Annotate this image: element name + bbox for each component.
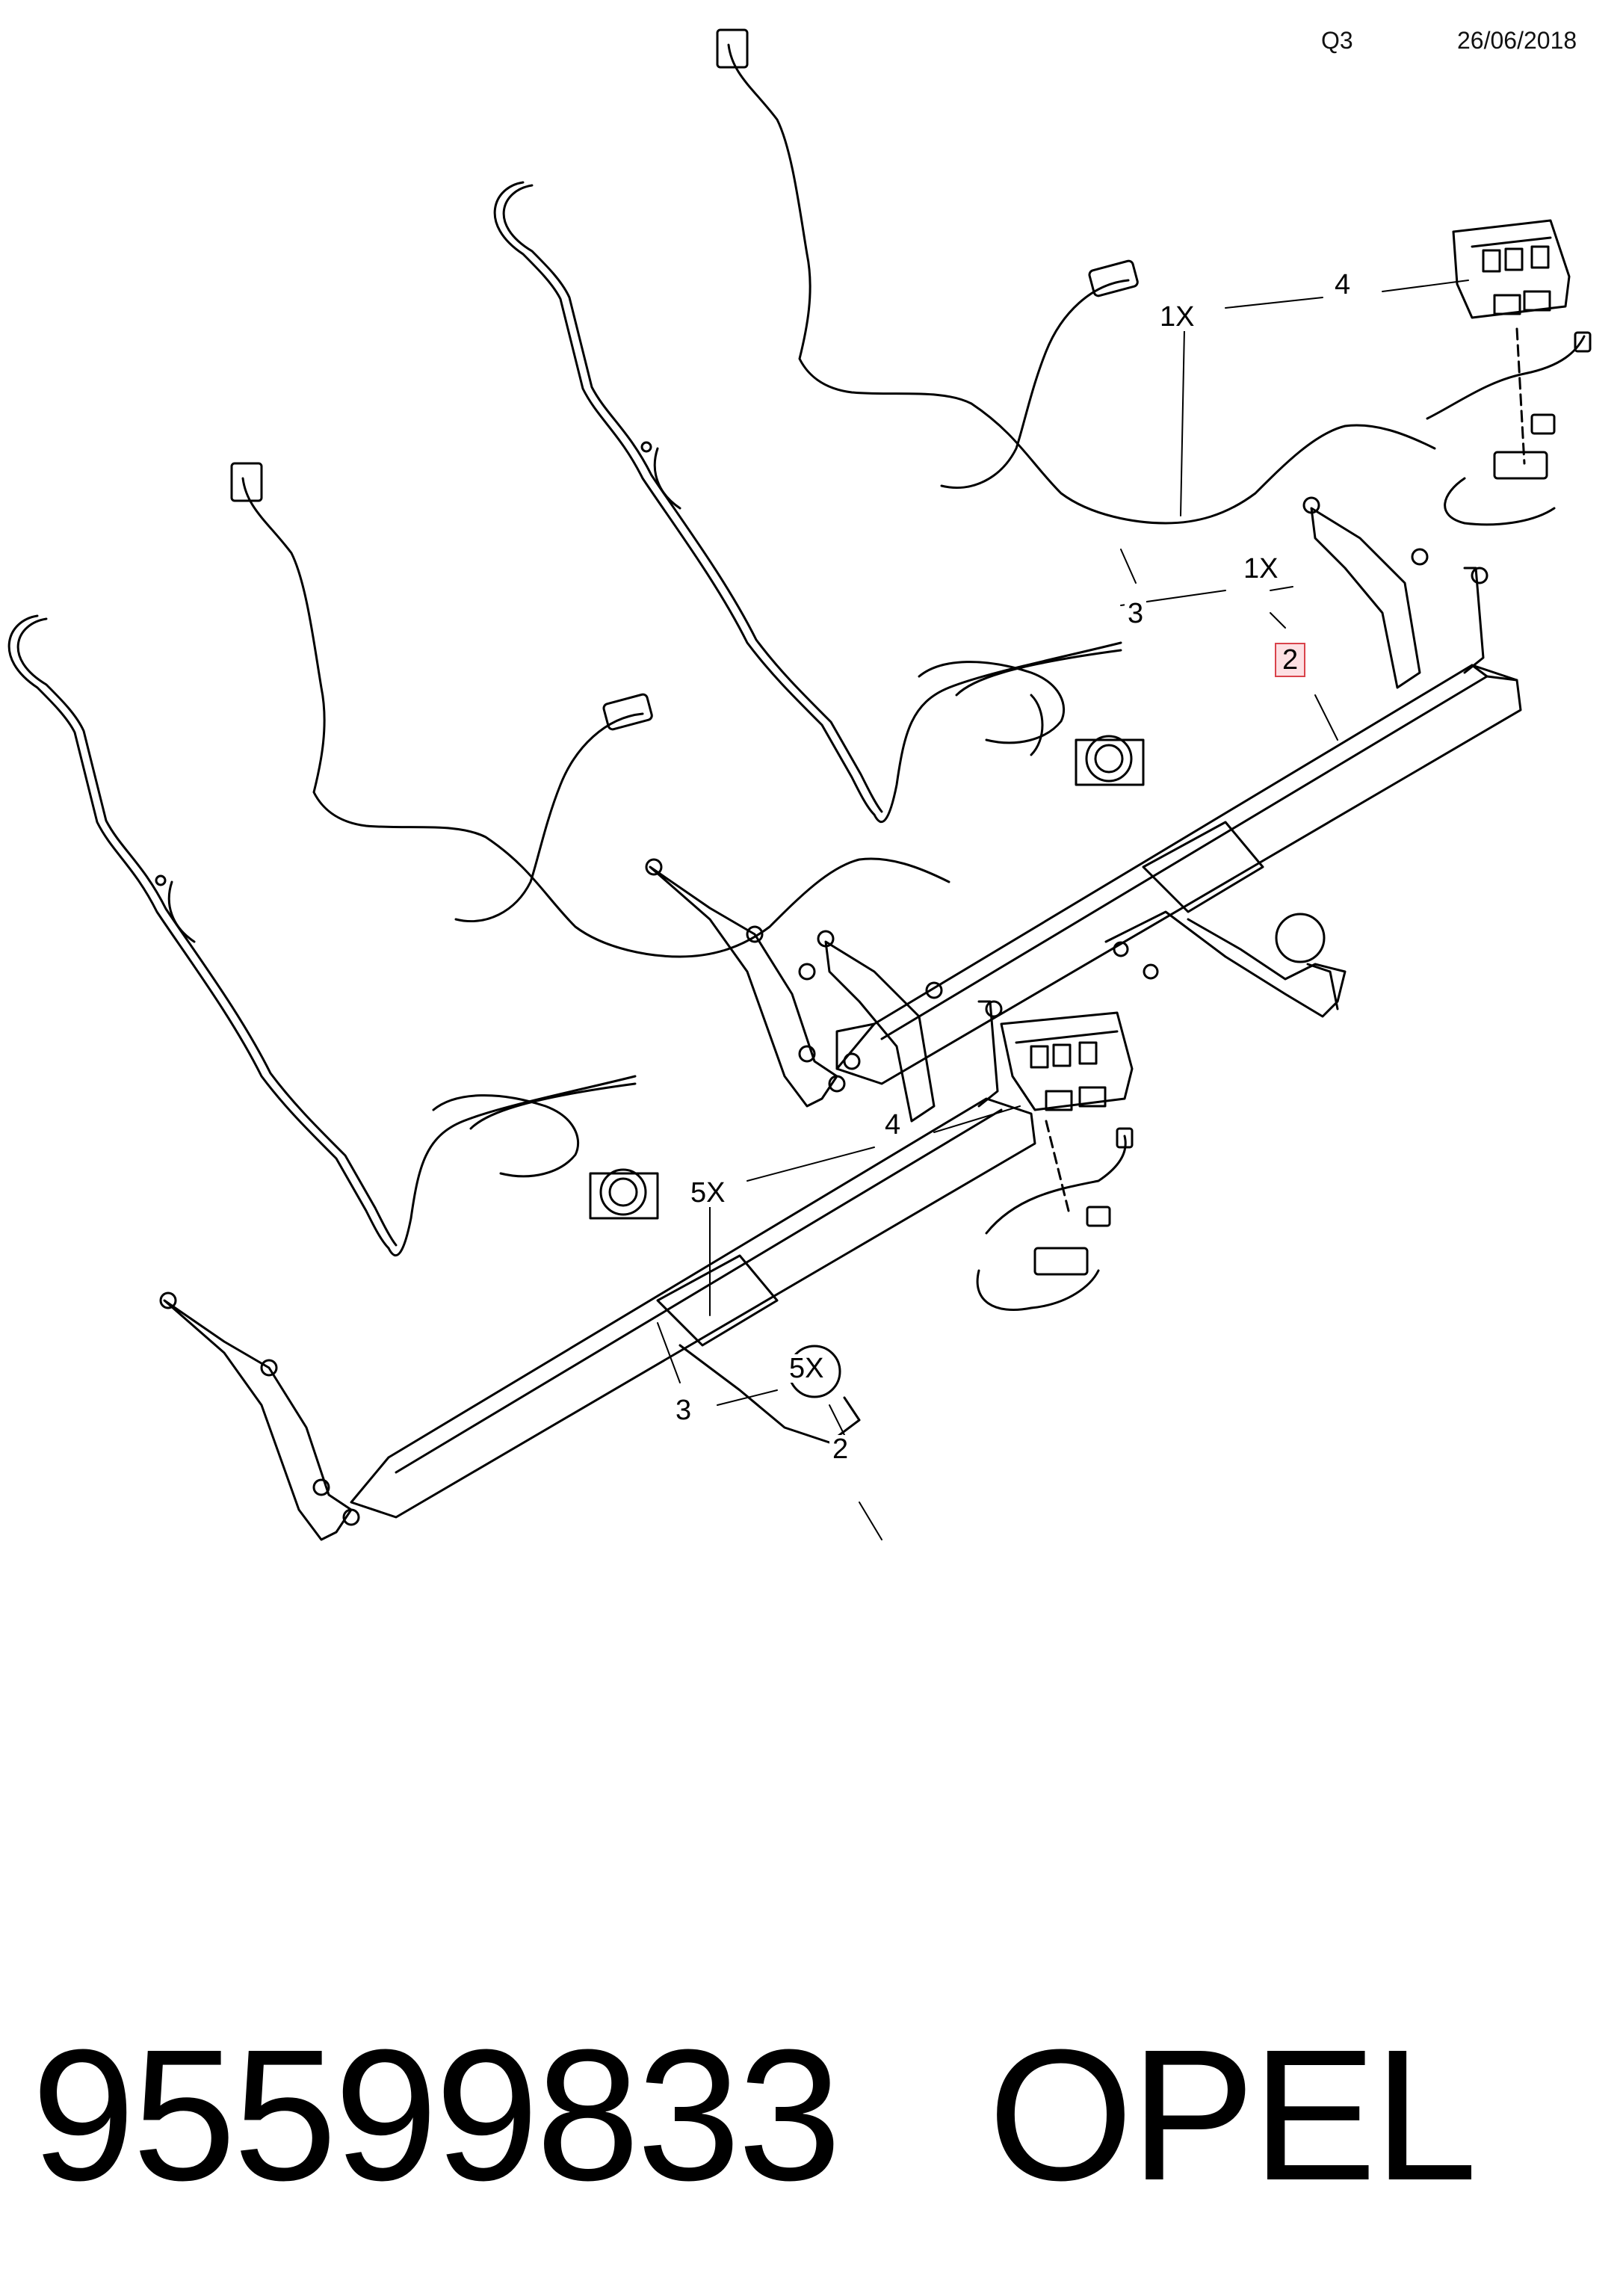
upper-small-plug <box>1088 259 1139 297</box>
callout-1x-upper-a: 1X <box>1157 303 1198 331</box>
lower-leader-lines <box>657 1105 1021 1540</box>
upper-socket <box>918 661 1145 786</box>
diagram-date: 26/06/2018 <box>1457 27 1577 54</box>
upper-assembly <box>493 28 1592 1108</box>
callout-3-lower: 3 <box>673 1396 695 1425</box>
lower-tow-bar <box>159 930 1036 1541</box>
callout-3-upper: 3 <box>1125 599 1147 628</box>
callout-5x-lower-a: 5X <box>687 1179 729 1207</box>
callout-2-lower: 2 <box>829 1435 852 1463</box>
diagram-code: Q3 <box>1321 27 1353 54</box>
callout-2-upper-highlighted: 2 <box>1275 643 1306 677</box>
callout-5x-lower-b: 5X <box>786 1354 827 1383</box>
footer: 95599833 OPEL <box>31 2010 1477 2219</box>
upper-plug-connector <box>716 28 749 69</box>
lower-wiring-harness <box>7 462 950 1257</box>
lower-control-module <box>976 1011 1134 1312</box>
callout-4-lower: 4 <box>882 1111 904 1139</box>
brand-name: OPEL <box>988 2010 1477 2219</box>
upper-tow-bar <box>645 496 1522 1108</box>
upper-wiring-harness <box>493 28 1436 824</box>
part-number: 95599833 <box>31 2010 841 2219</box>
upper-control-module <box>1426 219 1592 526</box>
callout-1x-upper-b: 1X <box>1240 555 1282 583</box>
lower-assembly <box>7 462 1036 1541</box>
callout-4-upper: 4 <box>1332 271 1354 299</box>
lower-socket <box>432 1094 659 1220</box>
